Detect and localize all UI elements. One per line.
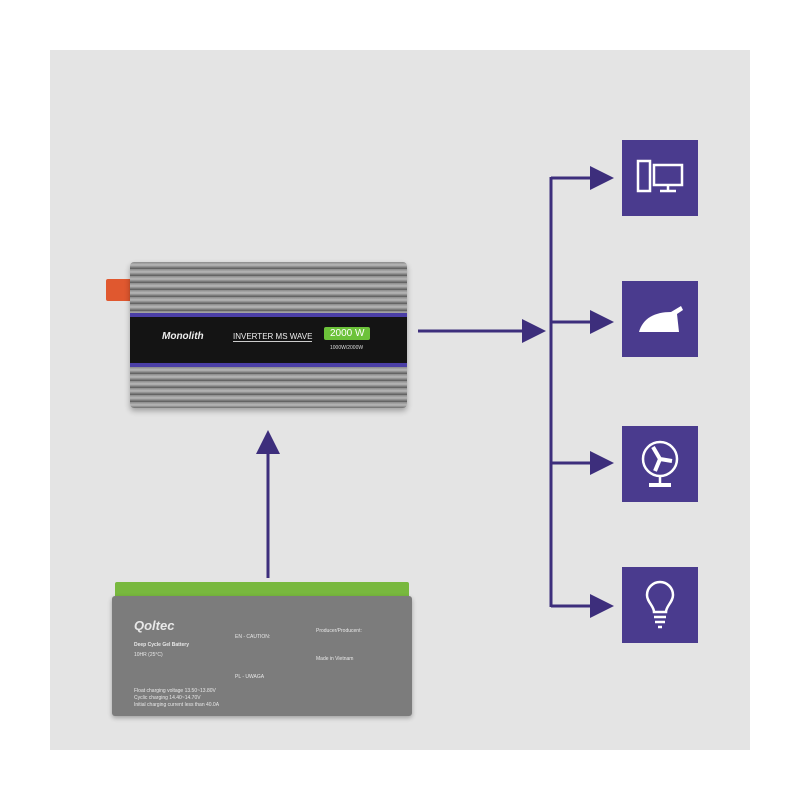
iron-icon [639,306,683,332]
inverter: Monolith INVERTER MS WAVE 2000 W 1000W/2… [130,262,407,408]
bulb-tile [622,567,698,643]
battery-type: Deep Cycle Gel Battery [134,642,190,648]
bulb-icon [645,580,675,629]
inverter-power-badge: 2000 W [324,327,371,340]
battery-lid [115,582,409,598]
inverter-terminal [106,279,132,301]
battery-spec: Cyclic charging 14.40~14.70V [134,695,201,701]
battery-caution-pl: PL - UWAGA [235,674,265,680]
battery: Qoltec Deep Cycle Gel Battery 10HR (25°C… [112,596,412,716]
inverter-brand: Monolith [162,331,204,342]
battery-spec: Initial charging current less than 40.0A [134,702,220,708]
battery-spec: Float charging voltage 13.50~13.80V [134,688,216,694]
battery-rate: 10HR (25°C) [134,652,163,658]
battery-brand: Qoltec [134,618,175,633]
computer-icon [636,159,684,193]
battery-made-in: Made in Vietnam [316,656,354,662]
fan-tile [622,426,698,502]
computer-tile [622,140,698,216]
iron-tile [622,281,698,357]
inverter-rating: 1000W/2000W [330,345,364,351]
inverter-model: INVERTER MS WAVE [233,332,313,342]
fan-icon [641,440,679,487]
battery-producer: Producer/Producent: [316,628,362,634]
battery-caution-en: EN - CAUTION: [235,634,271,640]
inverter-label-band: Monolith INVERTER MS WAVE 2000 W 1000W/2… [130,313,407,367]
